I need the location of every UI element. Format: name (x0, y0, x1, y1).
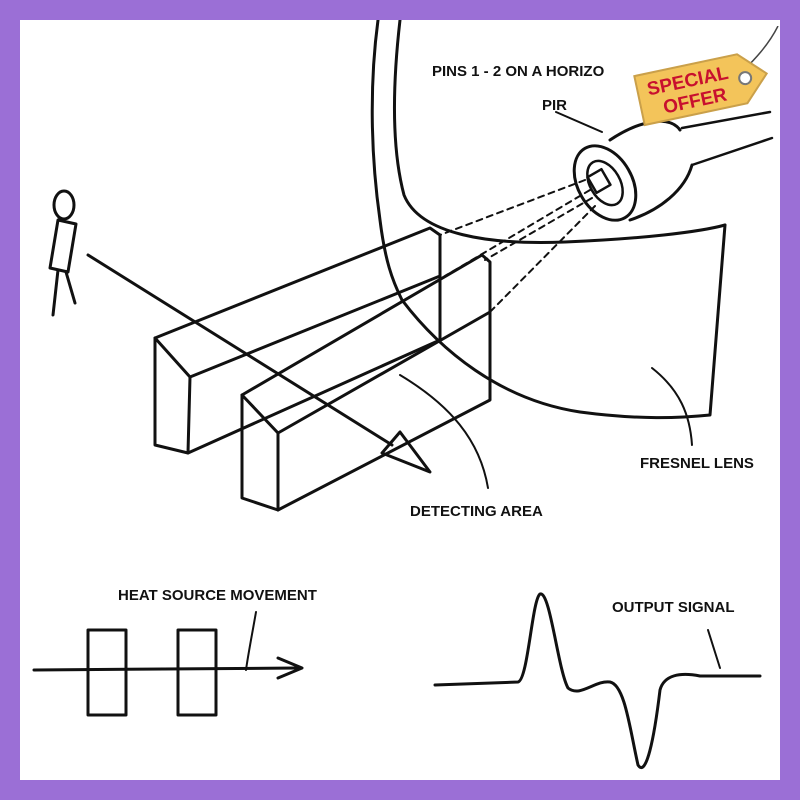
fresnel-lens-sheet (400, 223, 727, 420)
detecting-area-leader (399, 374, 489, 489)
pir-label: PIR (542, 97, 567, 114)
detection-zone-1 (153, 226, 442, 455)
heat-source-diagram (32, 611, 304, 717)
housing-outer-edge (392, 20, 727, 244)
pins-label: PINS 1 - 2 ON A HORIZO (432, 63, 605, 80)
pir-sensor-diagram: PINS 1 - 2 ON A HORIZO PIR FRESNEL LENS … (32, 20, 774, 769)
person-figure (48, 189, 78, 317)
housing-left-edge (370, 20, 404, 302)
heat-source-movement-label: HEAT SOURCE MOVEMENT (118, 587, 317, 604)
detecting-area-label: DETECTING AREA (410, 503, 543, 520)
detection-beams (439, 179, 596, 313)
fresnel-lens-leader (651, 367, 693, 446)
output-signal-label: OUTPUT SIGNAL (612, 599, 735, 616)
special-offer-tag: SPECIAL OFFER (633, 26, 779, 127)
fresnel-lens-label: FRESNEL LENS (640, 455, 754, 472)
movement-arrow (86, 253, 432, 474)
detection-zone-2 (240, 253, 492, 512)
pir-sensor (555, 110, 774, 222)
output-signal-waveform (433, 592, 762, 769)
diagram-frame: PINS 1 - 2 ON A HORIZO PIR FRESNEL LENS … (20, 20, 780, 780)
